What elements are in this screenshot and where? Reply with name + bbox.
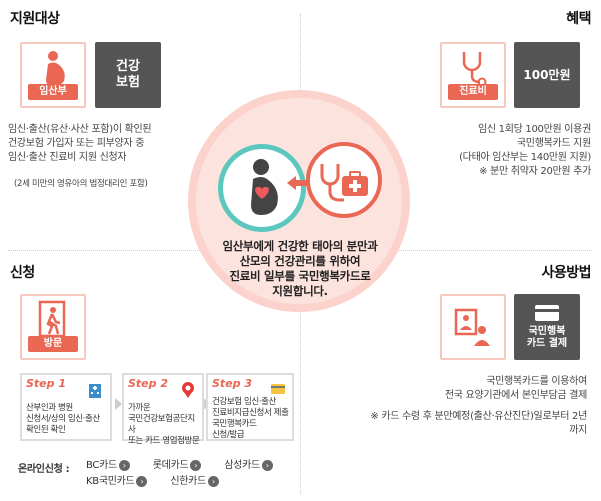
card-link-kb[interactable]: KB국민카드› (86, 472, 148, 487)
step-label: Step 1 (26, 377, 66, 390)
health-insurance-box: 건강 보험 (95, 42, 161, 108)
step-label: Step 3 (212, 377, 252, 390)
step-line: 국민건강보험공단지사 (128, 414, 195, 435)
center-line: 지원합니다. (272, 284, 328, 298)
chevron-right-icon: › (118, 459, 130, 471)
benefit-icon-box: 진료비 (440, 42, 506, 108)
chevron-right-icon: › (136, 475, 148, 487)
chevron-right-icon: › (190, 459, 202, 471)
usage-line: 전국 요양기관에서 본인부담금 결제 (444, 390, 587, 401)
chevron-right-icon: › (207, 475, 219, 487)
step-label: Step 2 (128, 377, 168, 390)
target-icon-box: 임산부 (20, 42, 86, 108)
step-line: 산부인과 병원 (26, 403, 73, 413)
step-arrow-icon (115, 398, 122, 410)
card-link-lotte[interactable]: 롯데카드› (153, 456, 202, 471)
section-title-benefit: 혜택 (566, 11, 591, 27)
card-link-bc[interactable]: BC카드› (86, 456, 130, 471)
box-label: 카드 결제 (526, 338, 568, 349)
benefit-line: (다태아 임산부는 140만원 지원) (459, 152, 591, 163)
pregnant-woman-icon (251, 159, 278, 215)
visit-icon-box: 방문 (20, 294, 86, 360)
medical-staff-icon (454, 308, 490, 346)
online-apply-label: 온라인신청 : (18, 464, 70, 475)
benefit-icon-label: 진료비 (448, 84, 498, 100)
pregnant-woman-icon (46, 51, 65, 86)
step-line: 신청서/상의 임신·출산 (26, 414, 100, 424)
amount-box: 100만원 (514, 42, 580, 108)
step-line: 건강보험 임신·출산 (212, 397, 276, 407)
usage-line: 국민행복카드를 이용하여 (486, 376, 587, 387)
hospital-icon (89, 384, 101, 398)
step-line: 국민행복카드 (212, 419, 257, 429)
box-label: 국민행복 (528, 326, 566, 337)
card-name: 롯데카드 (152, 460, 189, 471)
benefit-description: 임신 1회당 100만원 이용권 국민행복카드 지원 (다태아 임산부는 140… (459, 123, 591, 179)
center-description: 임산부에게 건강한 태아의 분만과 산모의 건강관리를 위하여 진료비 일부를 … (200, 239, 400, 299)
step-description: 건강보험 임신·출산 진료비지급신청서 제출 국민행복카드 신청/발급 (212, 397, 290, 441)
chevron-right-icon: › (261, 459, 273, 471)
target-line: 임신·출산 진료비 지원 신청자 (8, 152, 127, 163)
target-description: 임신·출산(유산·사산 포함)이 확인된 건강보험 가입자 또는 피부양자 중 … (8, 123, 152, 165)
step-3-card: Step 3 건강보험 임신·출산 진료비지급신청서 제출 국민행복카드 신청/… (206, 373, 294, 441)
section-title-apply: 신청 (10, 265, 35, 281)
card-links-row-2: KB국민카드› 신한카드› (86, 472, 227, 487)
card-link-shinhan[interactable]: 신한카드› (170, 472, 219, 487)
box-label: 보험 (116, 75, 140, 90)
target-line: 건강보험 가입자 또는 피부양자 중 (8, 138, 145, 149)
step-1-card: Step 1 산부인과 병원 신청서/상의 임신·출산 확인된 확인 (20, 373, 112, 441)
card-link-samsung[interactable]: 삼성카드› (224, 456, 273, 471)
arrow-left-icon (287, 176, 309, 190)
step-line: 진료비지급신청서 제출 (212, 408, 289, 418)
section-title-target: 지원대상 (10, 11, 60, 27)
credit-card-icon (535, 305, 559, 321)
card-links-row-1: BC카드› 롯데카드› 삼성카드› (86, 456, 281, 471)
section-title-usage: 사용방법 (541, 265, 591, 281)
stethoscope-kit-icon (320, 164, 368, 202)
card-icon (271, 384, 285, 394)
pregnant-woman-circle (218, 144, 306, 232)
center-line: 산모의 건강관리를 위하여 (239, 254, 361, 268)
usage-note: ※ 카드 수령 후 분만예정(출산·유산진단)일로부터 2년 까지 (370, 410, 587, 438)
card-name: 삼성카드 (224, 460, 260, 471)
card-name: BC카드 (86, 460, 117, 471)
medical-kit-circle (306, 142, 382, 218)
usage-icon-box (440, 294, 506, 360)
location-pin-icon (182, 382, 194, 398)
target-icon-label: 임산부 (28, 84, 78, 100)
box-label: 건강 (116, 59, 140, 74)
center-line: 진료비 일부를 국민행복카드로 (229, 269, 371, 283)
step-description: 산부인과 병원 신청서/상의 임신·출산 확인된 확인 (26, 403, 108, 436)
step-2-card: Step 2 가까운 국민건강보험공단지사 또는 카드 영업점방문 (122, 373, 204, 446)
center-line: 임산부에게 건강한 태아의 분만과 (222, 239, 378, 253)
benefit-line: 국민행복카드 지원 (516, 138, 591, 149)
usage-note-line: ※ 카드 수령 후 분만예정(출산·유산진단)일로부터 2년 (370, 411, 587, 422)
usage-note-line: 까지 (569, 425, 587, 436)
step-line: 확인된 확인 (26, 425, 66, 435)
step-line: 가까운 (128, 403, 151, 413)
benefit-line: ※ 분만 취약자 20만원 추가 (479, 166, 591, 177)
visit-icon-label: 방문 (28, 336, 78, 352)
step-line: 또는 카드 영업점방문 (128, 436, 200, 446)
step-line: 신청/발급 (212, 430, 245, 440)
target-note: (2세 미만의 영유아의 법정대리인 포함) (14, 179, 148, 189)
card-payment-box: 국민행복 카드 결제 (514, 294, 580, 360)
target-line: 임신·출산(유산·사산 포함)이 확인된 (8, 124, 152, 135)
step-description: 가까운 국민건강보험공단지사 또는 카드 영업점방문 (128, 403, 200, 447)
card-name: KB국민카드 (86, 476, 135, 487)
card-name: 신한카드 (170, 476, 206, 487)
benefit-line: 임신 1회당 100만원 이용권 (478, 124, 591, 135)
usage-description: 국민행복카드를 이용하여 전국 요양기관에서 본인부담금 결제 (445, 375, 587, 403)
